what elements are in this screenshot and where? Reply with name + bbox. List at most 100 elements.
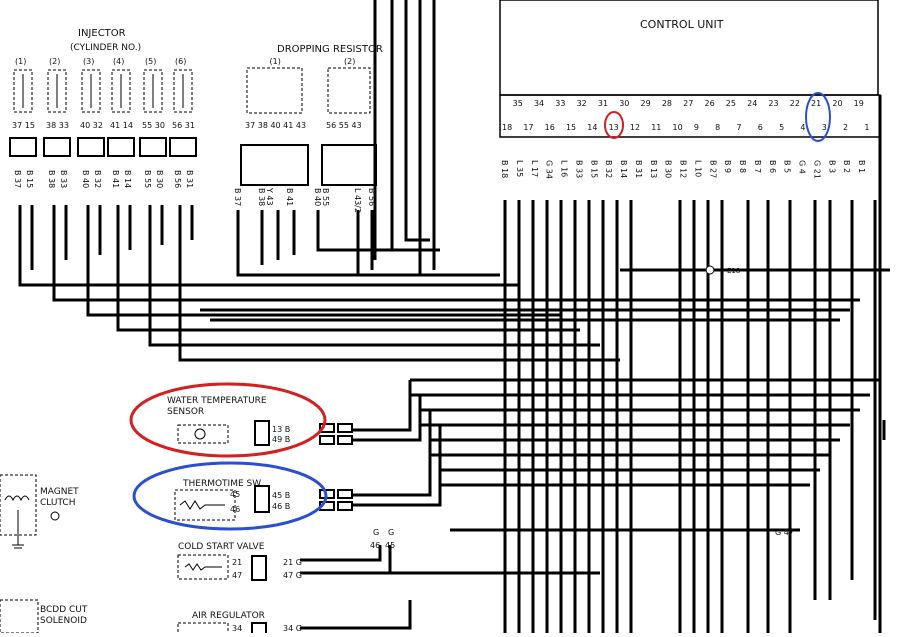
injector-wire-label: B 41 [111, 170, 120, 188]
dropping-resistor-1: (1)37 38 40 41 43 [240, 57, 309, 186]
control-unit-wire-label: B 13 [649, 160, 658, 178]
resistor-wire-label: B 56 [367, 188, 376, 206]
gg-label-2: G [388, 528, 394, 537]
thermotime-switch: THERMOTIME SW. 45 46 45 B 46 B [174, 479, 353, 521]
control-unit-wire-label: G 34 [545, 160, 554, 179]
control-unit-pin: 5 [779, 123, 784, 132]
injector-pins: 41 14 [110, 121, 133, 130]
control-unit-pin: 32 [577, 99, 587, 108]
control-unit-pin: 20 [832, 99, 842, 108]
blue-highlight-pin-21 [805, 92, 831, 142]
resistor-wire-label: B 40 [313, 188, 322, 206]
air-regulator-wire: 34 G [283, 624, 302, 633]
air-regulator-pin: 34 [232, 624, 242, 633]
control-unit-pin: 23 [768, 99, 778, 108]
bcdd-label-line1: BCDD CUT [40, 605, 88, 615]
ground-labels: G G 46 45 [370, 528, 395, 550]
injector-block: INJECTOR (CYLINDER NO.) [70, 28, 141, 53]
control-unit-wire-label: L 10 [693, 160, 702, 177]
water-temp-label-line2: SENSOR [167, 407, 204, 417]
injector-wire-label: B 30 [155, 170, 164, 188]
control-unit-pin: 26 [704, 99, 714, 108]
injector-wire-label: B 56 [173, 170, 182, 188]
control-unit-pin: 13 [609, 123, 619, 132]
control-unit-pin: 22 [790, 99, 800, 108]
control-unit-pin: 11 [651, 123, 661, 132]
dropping-resistor-list: (1)37 38 40 41 43 (2) 56 55 43 [240, 57, 377, 186]
control-unit-pin: 33 [555, 99, 565, 108]
control-unit-pin: 2 [843, 123, 848, 132]
magnet-label-line1: MAGNET [40, 487, 79, 497]
resistor-wire-label: B 37 [233, 188, 242, 206]
control-unit-pin-row: 1835173416331532143113301229112810279268… [502, 99, 869, 132]
control-unit-pin: 9 [694, 123, 699, 132]
control-unit-pin: 31 [598, 99, 608, 108]
injector-wire-label: B 32 [93, 170, 102, 188]
cold-start-pin-21: 21 [232, 558, 242, 567]
injector-number: (5) [145, 57, 156, 66]
resistor-pins: 56 55 43 [326, 121, 362, 130]
resistor-number: (2) [344, 57, 355, 66]
g47-label: G 47 [775, 528, 794, 537]
control-unit-wire-label: B 7 [753, 160, 762, 173]
control-unit-wire-label: B 12 [679, 160, 688, 178]
control-unit-wire-label: L 17 [530, 160, 539, 177]
control-unit-pin: 8 [715, 123, 720, 132]
control-unit-pin: 27 [683, 99, 693, 108]
injector-pins: 38 33 [46, 121, 69, 130]
control-unit-pin: 15 [566, 123, 576, 132]
magnet-label-line2: CLUTCH [40, 498, 75, 508]
control-unit-wire-label: L 35 [515, 160, 524, 177]
control-unit-pin: 18 [502, 123, 512, 132]
water-temperature-sensor: WATER TEMPERATURE SENSOR 13 B 49 B [167, 396, 353, 446]
e18-label: E18 [727, 267, 740, 275]
resistor-wire-label: Y 43 [265, 187, 274, 206]
resistor-pins: 37 38 40 41 43 [245, 121, 306, 130]
injector-wire-label: B 55 [143, 170, 152, 188]
control-unit-pin: 16 [545, 123, 555, 132]
control-unit-pin: 25 [726, 99, 736, 108]
gg-label-1: G [373, 528, 379, 537]
injector-wire-label: B 40 [81, 170, 90, 188]
injector-pins: 56 31 [172, 121, 195, 130]
injector-title: INJECTOR [78, 28, 126, 39]
injector-number: (3) [83, 57, 94, 66]
control-unit-wire-label: B 8 [738, 160, 747, 173]
injector-wire-label: B 38 [47, 170, 56, 188]
injector-number: (2) [49, 57, 60, 66]
blue-highlight-thermotime [132, 461, 328, 531]
control-unit-wire-label: G 4 [798, 160, 807, 174]
bcdd-label-line2: SOLENOID [40, 616, 87, 626]
injector-pins: 40 32 [80, 121, 103, 130]
control-unit-pin: 30 [619, 99, 629, 108]
control-unit-wire-label: B 2 [842, 160, 851, 173]
control-unit-wire-label: B 31 [634, 160, 643, 178]
gg-label-4: 45 [385, 541, 395, 550]
cold-start-valve: COLD START VALVE 21 47 21 G 47 G [177, 542, 302, 581]
injector-wire-label: B 14 [123, 170, 132, 188]
resistor-wire-label: L 43/2 [353, 188, 362, 213]
resistor-wire-label: B 55 [321, 188, 330, 206]
control-unit-pin: 29 [641, 99, 651, 108]
wire-harness [18, 0, 890, 633]
water-temp-label-line1: WATER TEMPERATURE [167, 396, 267, 406]
control-unit-wire-label: B 1 [857, 160, 866, 173]
injector-wire-label: B 37 [13, 170, 22, 188]
control-unit-wire-label: B 14 [619, 160, 628, 178]
control-unit: CONTROL UNIT [499, 0, 881, 138]
control-unit-pin: 21 [811, 99, 821, 108]
red-highlight-water-temp [129, 382, 327, 458]
control-unit-wire-label: B 6 [768, 160, 777, 173]
control-unit-pin: 4 [800, 123, 805, 132]
control-unit-wire-label: B 5 [783, 160, 792, 173]
